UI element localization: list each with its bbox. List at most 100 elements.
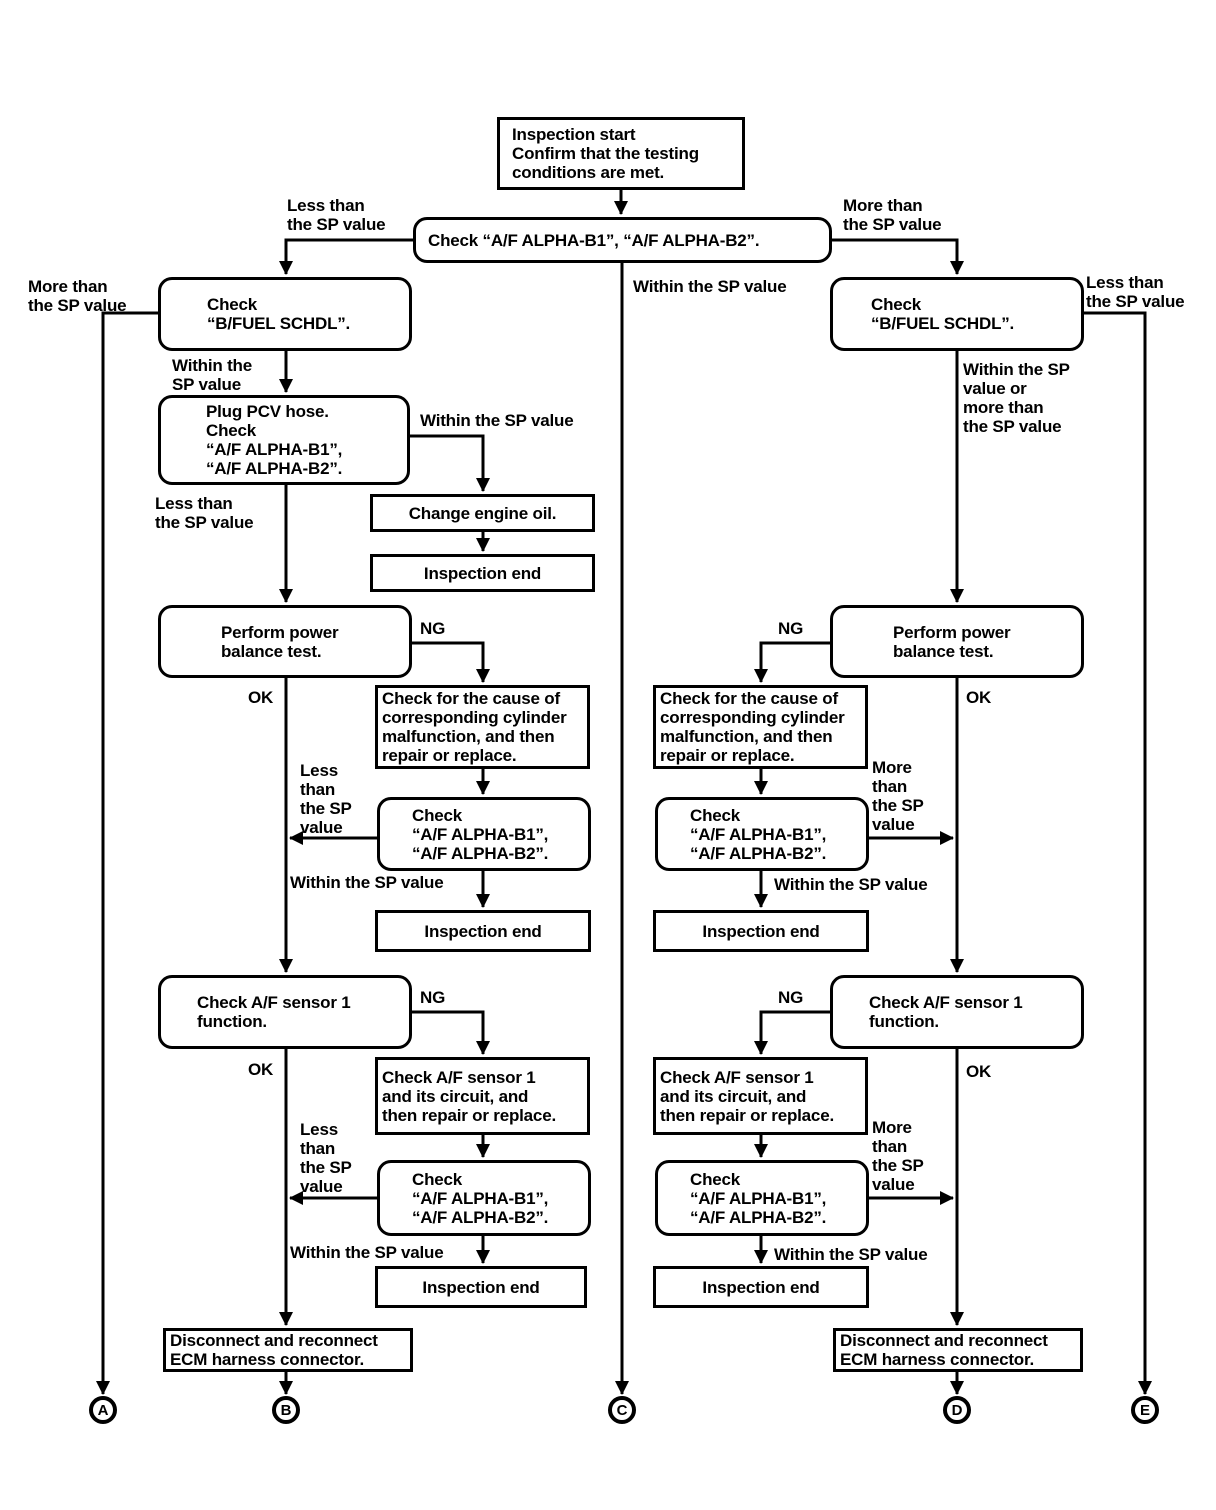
text-line: Within the SP value	[774, 875, 928, 894]
text-line: Within the SP value	[633, 277, 787, 296]
connector-ng-power-right-line	[754, 641, 830, 683]
text-line: conditions are met.	[512, 163, 665, 182]
text-line: Check “A/F ALPHA-B1”, “A/F ALPHA-B2”.	[428, 230, 760, 250]
text-line: the SP	[300, 799, 352, 818]
text-line: Inspection end	[702, 921, 820, 941]
text-line: value	[300, 818, 343, 837]
text-line: Check for the cause of	[382, 689, 560, 708]
text-line: “A/F ALPHA-B1”,	[690, 824, 827, 844]
text-line: “A/F ALPHA-B1”,	[412, 1188, 549, 1208]
terminal-c: C	[608, 1396, 636, 1424]
text-line: Within the SP value	[774, 1245, 928, 1264]
terminal-letter: D	[951, 1401, 963, 1419]
text-line: Inspection end	[702, 1277, 820, 1297]
label-ng-sensor-left: NG	[420, 988, 445, 1007]
text-line: “A/F ALPHA-B2”.	[206, 459, 343, 478]
text-line: value	[300, 1177, 343, 1196]
text-line: Check for the cause of	[660, 689, 838, 708]
plug-pcv-box: Plug PCV hose.Check“A/F ALPHA-B1”,“A/F A…	[158, 395, 410, 485]
text-line: Within the SP	[963, 360, 1070, 379]
connector-alpha-to-bfuel-right	[832, 238, 964, 275]
check-alpha-left-low-box: Check“A/F ALPHA-B1”,“A/F ALPHA-B2”.	[377, 1160, 591, 1236]
text-line: SP value	[172, 375, 241, 394]
text-line: NG	[778, 988, 804, 1007]
text-line: Check A/F sensor 1	[382, 1067, 536, 1087]
text-line: OK	[966, 688, 992, 707]
text-line: NG	[420, 988, 446, 1007]
inspection-end-4-box: Inspection end	[653, 910, 869, 952]
terminal-e: E	[1131, 1396, 1159, 1424]
text-line: the SP value	[963, 417, 1062, 436]
check-alpha-top-box: Check “A/F ALPHA-B1”, “A/F ALPHA-B2”.	[413, 217, 832, 263]
text-line: and its circuit, and	[660, 1086, 807, 1106]
label-within-mid-right: Within the SP value	[774, 875, 928, 894]
connector-pcv-to-oil	[410, 434, 490, 492]
text-line: Within the	[172, 356, 252, 375]
text-line: “A/F ALPHA-B2”.	[690, 1207, 827, 1227]
text-line: Check A/F sensor 1	[869, 993, 1023, 1012]
text-line: Check	[412, 1169, 463, 1189]
text-line: Check	[206, 421, 257, 440]
text-line: Perform power	[221, 622, 339, 642]
text-line: ECM harness connector.	[170, 1350, 364, 1369]
label-ok-sensor-right: OK	[966, 1062, 991, 1081]
text-line: then repair or replace.	[382, 1105, 556, 1125]
text-line: OK	[248, 1060, 274, 1079]
label-ng-power-left: NG	[420, 619, 445, 638]
text-line: Inspection start	[512, 125, 636, 144]
text-line: the SP value	[1086, 292, 1185, 311]
text-line: Inspection end	[424, 921, 542, 941]
text-line: More	[872, 758, 912, 777]
connector-bfuel-right-to-e	[1084, 311, 1152, 1395]
text-line: Less than	[1086, 273, 1164, 292]
text-line: Inspection end	[423, 563, 542, 583]
text-line: NG	[778, 619, 804, 638]
text-line: then repair or replace.	[660, 1105, 834, 1125]
text-line: value or	[963, 379, 1027, 398]
inspection-end-1-box: Inspection end	[370, 554, 595, 592]
check-alpha-right-low-box: Check“A/F ALPHA-B1”,“A/F ALPHA-B2”.	[655, 1160, 869, 1236]
label-ng-power-right: NG	[778, 619, 803, 638]
text-line: “A/F ALPHA-B2”.	[690, 843, 827, 863]
text-line: NG	[420, 619, 446, 638]
text-line: the SP	[300, 1158, 352, 1177]
text-line: Less than	[155, 494, 233, 513]
connector-ng-sensor-left-line	[412, 1010, 490, 1055]
terminal-letter: B	[280, 1401, 292, 1419]
text-line: More than	[28, 277, 108, 296]
check-alpha-right-mid-box: Check“A/F ALPHA-B1”,“A/F ALPHA-B2”.	[655, 797, 869, 871]
text-line: value	[872, 1175, 915, 1194]
text-line: Within the SP value	[290, 1243, 444, 1262]
text-line: the SP value	[843, 215, 942, 234]
text-line: “A/F ALPHA-B1”,	[206, 440, 343, 459]
terminal-letter: C	[616, 1401, 628, 1419]
text-line: function.	[197, 1012, 267, 1031]
text-line: OK	[966, 1062, 992, 1081]
text-line: Less than	[287, 196, 365, 215]
text-line: the SP value	[155, 513, 254, 532]
text-line: repair or replace.	[660, 746, 795, 765]
text-line: Check	[871, 295, 922, 314]
text-line: More than	[843, 196, 923, 215]
check-alpha-left-mid-box: Check“A/F ALPHA-B1”,“A/F ALPHA-B2”.	[377, 797, 591, 871]
text-line: Disconnect and reconnect	[170, 1331, 378, 1350]
terminal-b: B	[272, 1396, 300, 1424]
terminal-letter: E	[1139, 1401, 1150, 1419]
text-line: malfunction, and then	[660, 727, 833, 746]
text-line: function.	[869, 1012, 939, 1031]
label-ok-power-right: OK	[966, 688, 991, 707]
text-line: the SP	[872, 796, 924, 815]
text-line: than	[872, 1137, 908, 1156]
text-line: Check	[412, 805, 463, 825]
text-line: Check	[690, 1169, 741, 1189]
